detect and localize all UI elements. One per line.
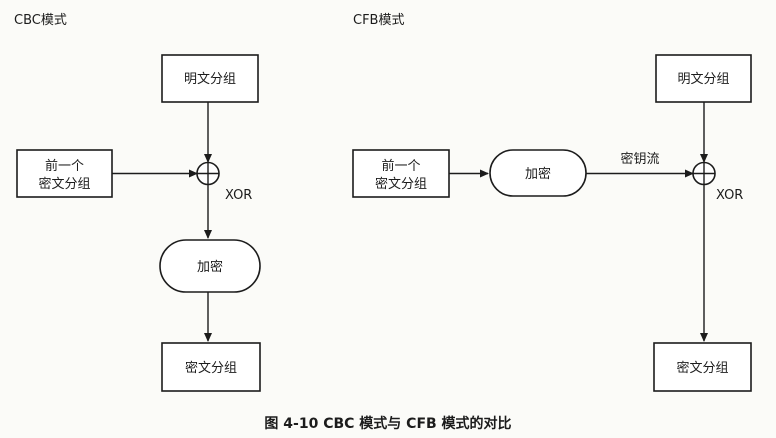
cfb-encrypt-block: 加密 bbox=[489, 149, 587, 197]
cfb-xor-symbol bbox=[692, 161, 716, 186]
cbc-ciphertext-label: 密文分组 bbox=[185, 360, 237, 376]
cfb-plaintext-label: 明文分组 bbox=[677, 72, 729, 87]
cbc-prev-cipher-box: 前一个 密文分组 bbox=[16, 149, 113, 198]
cbc-prev-cipher-line2: 密文分组 bbox=[38, 176, 90, 192]
cbc-plaintext-box: 明文分组 bbox=[161, 54, 259, 103]
cbc-encrypt-label: 加密 bbox=[197, 259, 223, 275]
cbc-title: CBC模式 bbox=[14, 13, 67, 28]
cbc-encrypt-block: 加密 bbox=[159, 239, 261, 293]
cfb-prev-cipher-line1: 前一个 bbox=[381, 158, 420, 174]
cfb-encrypt-label: 加密 bbox=[525, 166, 551, 182]
cfb-keystream-label: 密钥流 bbox=[620, 151, 659, 167]
cfb-title: CFB模式 bbox=[353, 13, 404, 28]
cfb-ciphertext-box: 密文分组 bbox=[653, 342, 752, 392]
cfb-plaintext-box: 明文分组 bbox=[655, 54, 752, 103]
cbc-plaintext-label: 明文分组 bbox=[184, 72, 236, 87]
cbc-xor-symbol bbox=[196, 161, 220, 186]
cfb-prev-cipher-box: 前一个 密文分组 bbox=[352, 149, 450, 198]
cfb-ciphertext-label: 密文分组 bbox=[676, 360, 728, 376]
cbc-prev-cipher-line1: 前一个 bbox=[45, 158, 84, 174]
figure-caption: 图 4-10 CBC 模式与 CFB 模式的对比 bbox=[264, 416, 512, 432]
cfb-xor-label: XOR bbox=[716, 188, 743, 203]
cfb-prev-cipher-line2: 密文分组 bbox=[375, 176, 427, 192]
cbc-ciphertext-box: 密文分组 bbox=[161, 342, 261, 392]
cbc-xor-label: XOR bbox=[225, 188, 252, 203]
